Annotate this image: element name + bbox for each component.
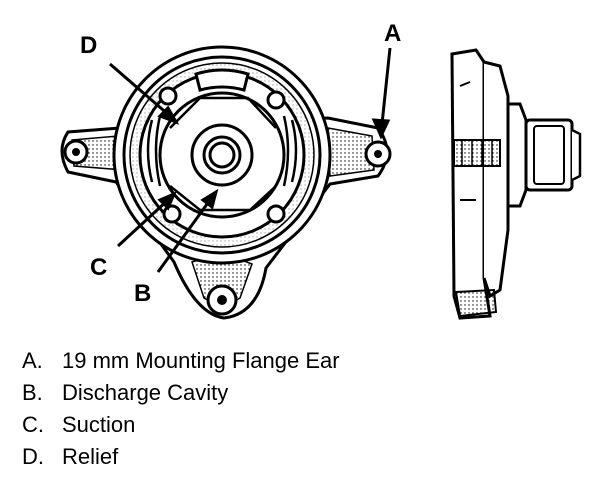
legend-item-a: A. 19 mm Mounting Flange Ear xyxy=(22,345,340,377)
relief-slot xyxy=(194,68,250,92)
legend-item-b: B. Discharge Cavity xyxy=(22,377,340,409)
legend-text: Discharge Cavity xyxy=(62,380,229,405)
front-view xyxy=(60,45,392,320)
callout-label-c: C xyxy=(90,254,108,281)
legend-key: D. xyxy=(22,444,44,469)
callout-label-b: B xyxy=(134,280,152,307)
legend-key: A. xyxy=(22,348,43,373)
callout-label-a: A xyxy=(384,20,402,47)
leader-b xyxy=(156,199,212,273)
legend-item-d: D. Relief xyxy=(22,441,340,473)
leader-a xyxy=(380,47,392,125)
legend-text: 19 mm Mounting Flange Ear xyxy=(62,348,340,373)
legend-key: C. xyxy=(22,412,44,437)
leader-c xyxy=(116,198,170,248)
side-band xyxy=(453,139,501,167)
legend-text: Relief xyxy=(62,444,119,469)
leader-d xyxy=(109,62,171,118)
legend-item-c: C. Suction xyxy=(22,409,340,441)
legend-text: Suction xyxy=(62,412,136,437)
side-view xyxy=(450,48,582,320)
pump-diagram xyxy=(60,45,582,320)
legend-key: B. xyxy=(22,380,43,405)
legend: A. 19 mm Mounting Flange Ear B. Discharge … xyxy=(22,345,340,473)
callout-label-d: D xyxy=(80,32,98,59)
